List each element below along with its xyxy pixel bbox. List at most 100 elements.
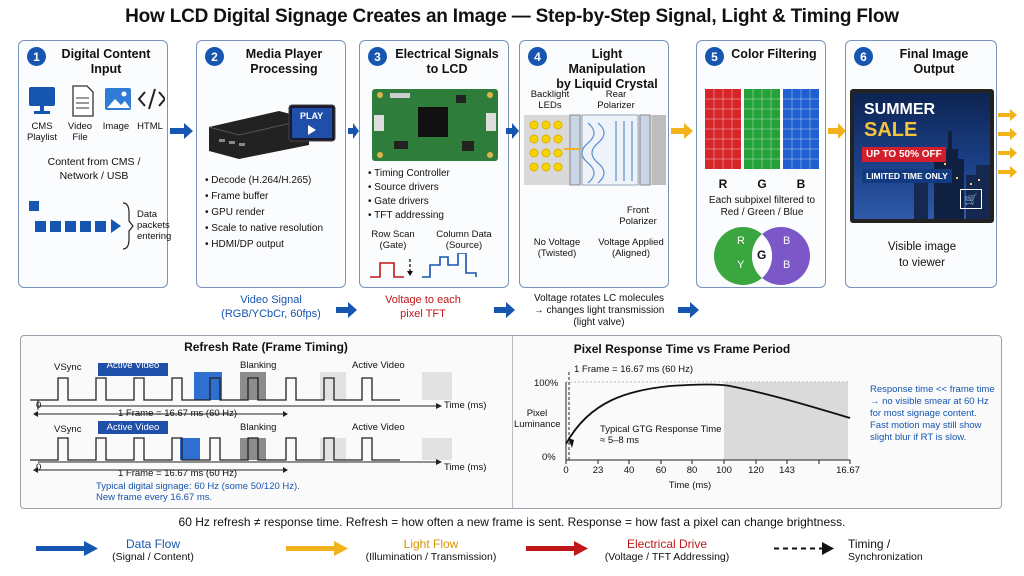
legend-sub: (Illumination / Transmission) bbox=[365, 551, 497, 563]
venn-y: Y bbox=[737, 259, 745, 271]
icon-label-html: HTML bbox=[137, 121, 163, 132]
x-tick: 23 bbox=[592, 465, 604, 476]
active-video-label: Active Video bbox=[106, 360, 160, 371]
legend-data-flow: Data Flow(Signal / Content) bbox=[108, 538, 198, 564]
response-chart bbox=[565, 372, 851, 464]
data-packets-label: Data packets entering bbox=[137, 209, 172, 242]
legend-title: Timing / bbox=[848, 537, 891, 551]
legend-sub: (Voltage / TFT Addressing) bbox=[604, 551, 730, 563]
legend-light-flow: Light Flow(Illumination / Transmission) bbox=[356, 538, 506, 564]
media-player-device bbox=[208, 104, 336, 159]
panel-title: Media Player Processing bbox=[245, 47, 323, 76]
refresh-title: Refresh Rate (Frame Timing) bbox=[184, 340, 348, 354]
light-flow-arrow bbox=[998, 147, 1017, 159]
pcb-board bbox=[372, 89, 498, 161]
content-source: Content from CMS / Network / USB bbox=[47, 156, 141, 182]
zero-label-2: 0 bbox=[36, 462, 42, 473]
vsync-label-2: VSync bbox=[54, 424, 82, 435]
ad-line-4: LIMITED TIME ONLY bbox=[862, 169, 952, 183]
active-video-2-label: Active Video bbox=[352, 360, 405, 371]
color-filter-caption: Each subpixel filtered to Red / Green / … bbox=[708, 195, 816, 218]
timing-divider bbox=[512, 336, 513, 508]
legend-title: Light Flow bbox=[403, 537, 459, 551]
list-item: GPU render bbox=[205, 205, 323, 221]
gtg-label: Typical GTG Response Time ≈ 5–8 ms bbox=[600, 424, 722, 446]
y-axis-label: Pixel Luminance bbox=[514, 408, 561, 430]
refresh-note: Typical digital signage: 60 Hz (some 50/… bbox=[96, 481, 300, 503]
drive-waveforms bbox=[370, 253, 477, 278]
y-0-label: 0% bbox=[542, 452, 556, 463]
voltage-caption: Voltage to each pixel TFT bbox=[385, 294, 461, 320]
list-item: HDMI/DP output bbox=[205, 237, 323, 253]
x-tick: 143 bbox=[779, 465, 795, 476]
panel-electrical-signals: 3 Electrical Signals to LCD Timing Contro… bbox=[359, 40, 509, 288]
data-flow-arrow bbox=[170, 123, 193, 139]
venn-g: G bbox=[757, 248, 767, 262]
step-number: 6 bbox=[854, 47, 873, 66]
response-note: Response time << frame time → no visible… bbox=[870, 384, 995, 443]
x-tick: 16.67 bbox=[836, 465, 860, 476]
legend-arrows bbox=[36, 541, 834, 556]
rgb-subpixel-grid bbox=[705, 89, 819, 169]
zero-label: 0 bbox=[36, 400, 42, 411]
cart-icon: 🛒 bbox=[960, 189, 982, 209]
light-flow-legend-arrow bbox=[286, 541, 348, 556]
label-b: B bbox=[796, 177, 806, 191]
summary-text: 60 Hz refresh ≠ response time. Refresh =… bbox=[178, 515, 846, 529]
ad-line-3: UP TO 50% OFF bbox=[862, 147, 946, 162]
light-flow-arrow bbox=[671, 123, 693, 139]
row-scan-label: Row Scan (Gate) bbox=[371, 229, 415, 251]
player-screen-label: PLAY bbox=[300, 111, 324, 121]
response-frame-label: 1 Frame = 16.67 ms (60 Hz) bbox=[574, 364, 694, 375]
final-caption: Visible image to viewer bbox=[887, 241, 957, 269]
step-number: 2 bbox=[205, 47, 224, 66]
list-item: Timing Controller bbox=[368, 167, 450, 181]
x-tick: 80 bbox=[686, 465, 698, 476]
rear-polarizer-label: Rear Polarizer bbox=[597, 89, 635, 111]
list-item: Frame buffer bbox=[205, 189, 323, 205]
icon-label-video: Video File bbox=[67, 121, 93, 143]
active-video-label-2: Active Video bbox=[106, 422, 160, 433]
legend-title: Electrical Drive bbox=[626, 537, 707, 551]
x-tick: 40 bbox=[623, 465, 635, 476]
flow-arrows bbox=[170, 109, 1017, 318]
y-100-label: 100% bbox=[534, 378, 559, 389]
step-number: 3 bbox=[368, 47, 387, 66]
data-flow-legend-arrow bbox=[36, 541, 98, 556]
blanking-label: Blanking bbox=[240, 360, 277, 371]
blanking-label-2: Blanking bbox=[240, 422, 277, 433]
time-axis-label-2: Time (ms) bbox=[444, 462, 487, 473]
icon-label-cms: CMS Playlist bbox=[26, 121, 58, 143]
legend-sub: Synchronization bbox=[848, 551, 923, 563]
monitor-icon bbox=[29, 87, 55, 114]
x-axis-label: Time (ms) bbox=[668, 480, 712, 491]
ad-line-1: SUMMER bbox=[864, 101, 936, 118]
light-flow-arrow bbox=[998, 166, 1017, 178]
list-item: TFT addressing bbox=[368, 209, 450, 223]
lc-cell-graphic bbox=[524, 114, 666, 186]
panel-title: Light Manipulation by Liquid Crystal bbox=[556, 47, 658, 91]
panel-title: Final Image Output bbox=[899, 47, 969, 76]
color-venn-diagram bbox=[714, 227, 810, 285]
column-data-label: Column Data (Source) bbox=[436, 229, 492, 251]
panel-title: Electrical Signals to LCD bbox=[395, 47, 499, 76]
page-title: How LCD Digital Signage Creates an Image… bbox=[125, 6, 899, 27]
active-video-label-3: Active Video bbox=[352, 422, 405, 433]
frame-period-label-2: 1 Frame = 16.67 ms (60 Hz) bbox=[118, 468, 238, 479]
frame-timing-chart bbox=[30, 363, 452, 473]
file-icon bbox=[72, 85, 94, 117]
light-flow-arrow bbox=[828, 123, 846, 139]
panel-title: Digital Content Input bbox=[61, 47, 151, 76]
response-title: Pixel Response Time vs Frame Period bbox=[573, 342, 791, 356]
x-tick: 60 bbox=[655, 465, 667, 476]
data-flow-arrow bbox=[336, 302, 357, 318]
light-flow-arrow bbox=[998, 128, 1017, 140]
label-r: R bbox=[718, 177, 728, 191]
lc-caption: Voltage rotates LC molecules → changes l… bbox=[533, 293, 665, 328]
front-polarizer-label: Front Polarizer bbox=[619, 205, 657, 227]
list-item: Decode (H.264/H.265) bbox=[205, 173, 323, 189]
step-number: 4 bbox=[528, 47, 547, 66]
